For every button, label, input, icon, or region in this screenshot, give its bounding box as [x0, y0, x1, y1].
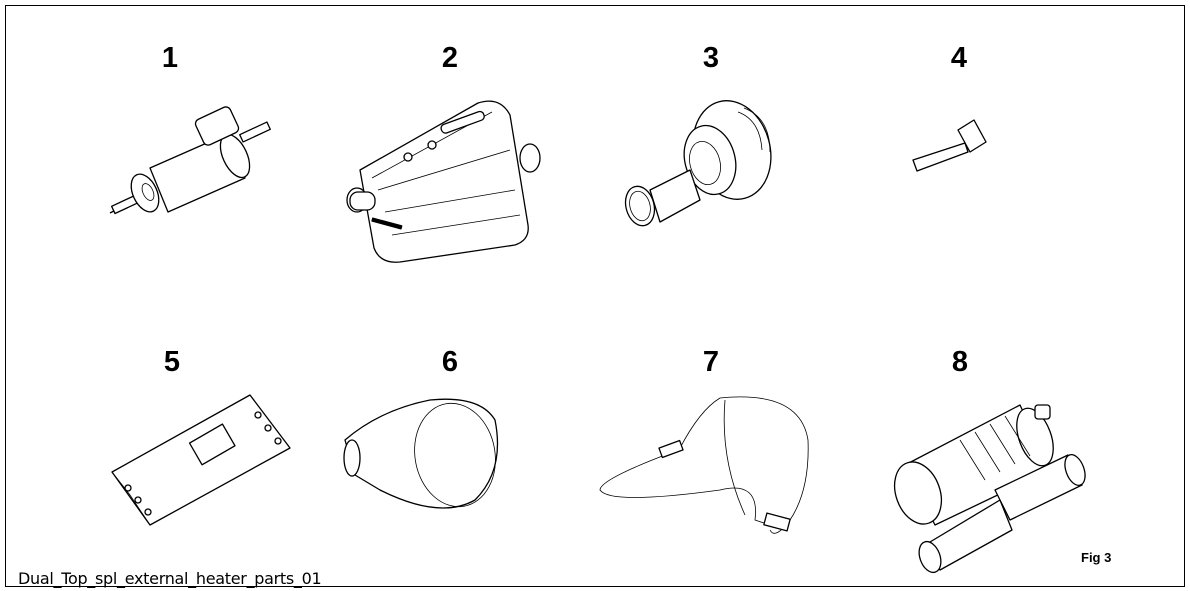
part-number-8: 8: [951, 346, 969, 378]
figure-caption: Dual_Top_spl_external_heater_parts_01: [18, 569, 322, 588]
exhaust-grommet-icon: [624, 100, 772, 227]
heater-unit-icon: [346, 100, 541, 263]
t-bolt-icon: [912, 119, 987, 172]
part-number-5: 5: [163, 346, 181, 378]
connector-block-icon: [111, 394, 291, 526]
part-number-3: 3: [702, 42, 720, 74]
part-number-6: 6: [441, 346, 459, 378]
part-number-7: 7: [702, 346, 720, 378]
air-intake-cowl-icon: [343, 398, 499, 509]
part-number-4: 4: [950, 42, 968, 74]
part-number-1: 1: [161, 42, 179, 74]
part-number-2: 2: [441, 42, 459, 74]
figure-label: Fig 3: [1081, 550, 1112, 565]
figure-frame: [5, 5, 1185, 587]
cable-harness-icon: [599, 396, 809, 534]
silencer-hoses-icon: [893, 404, 1086, 574]
fuel-pump-icon: [109, 106, 271, 215]
